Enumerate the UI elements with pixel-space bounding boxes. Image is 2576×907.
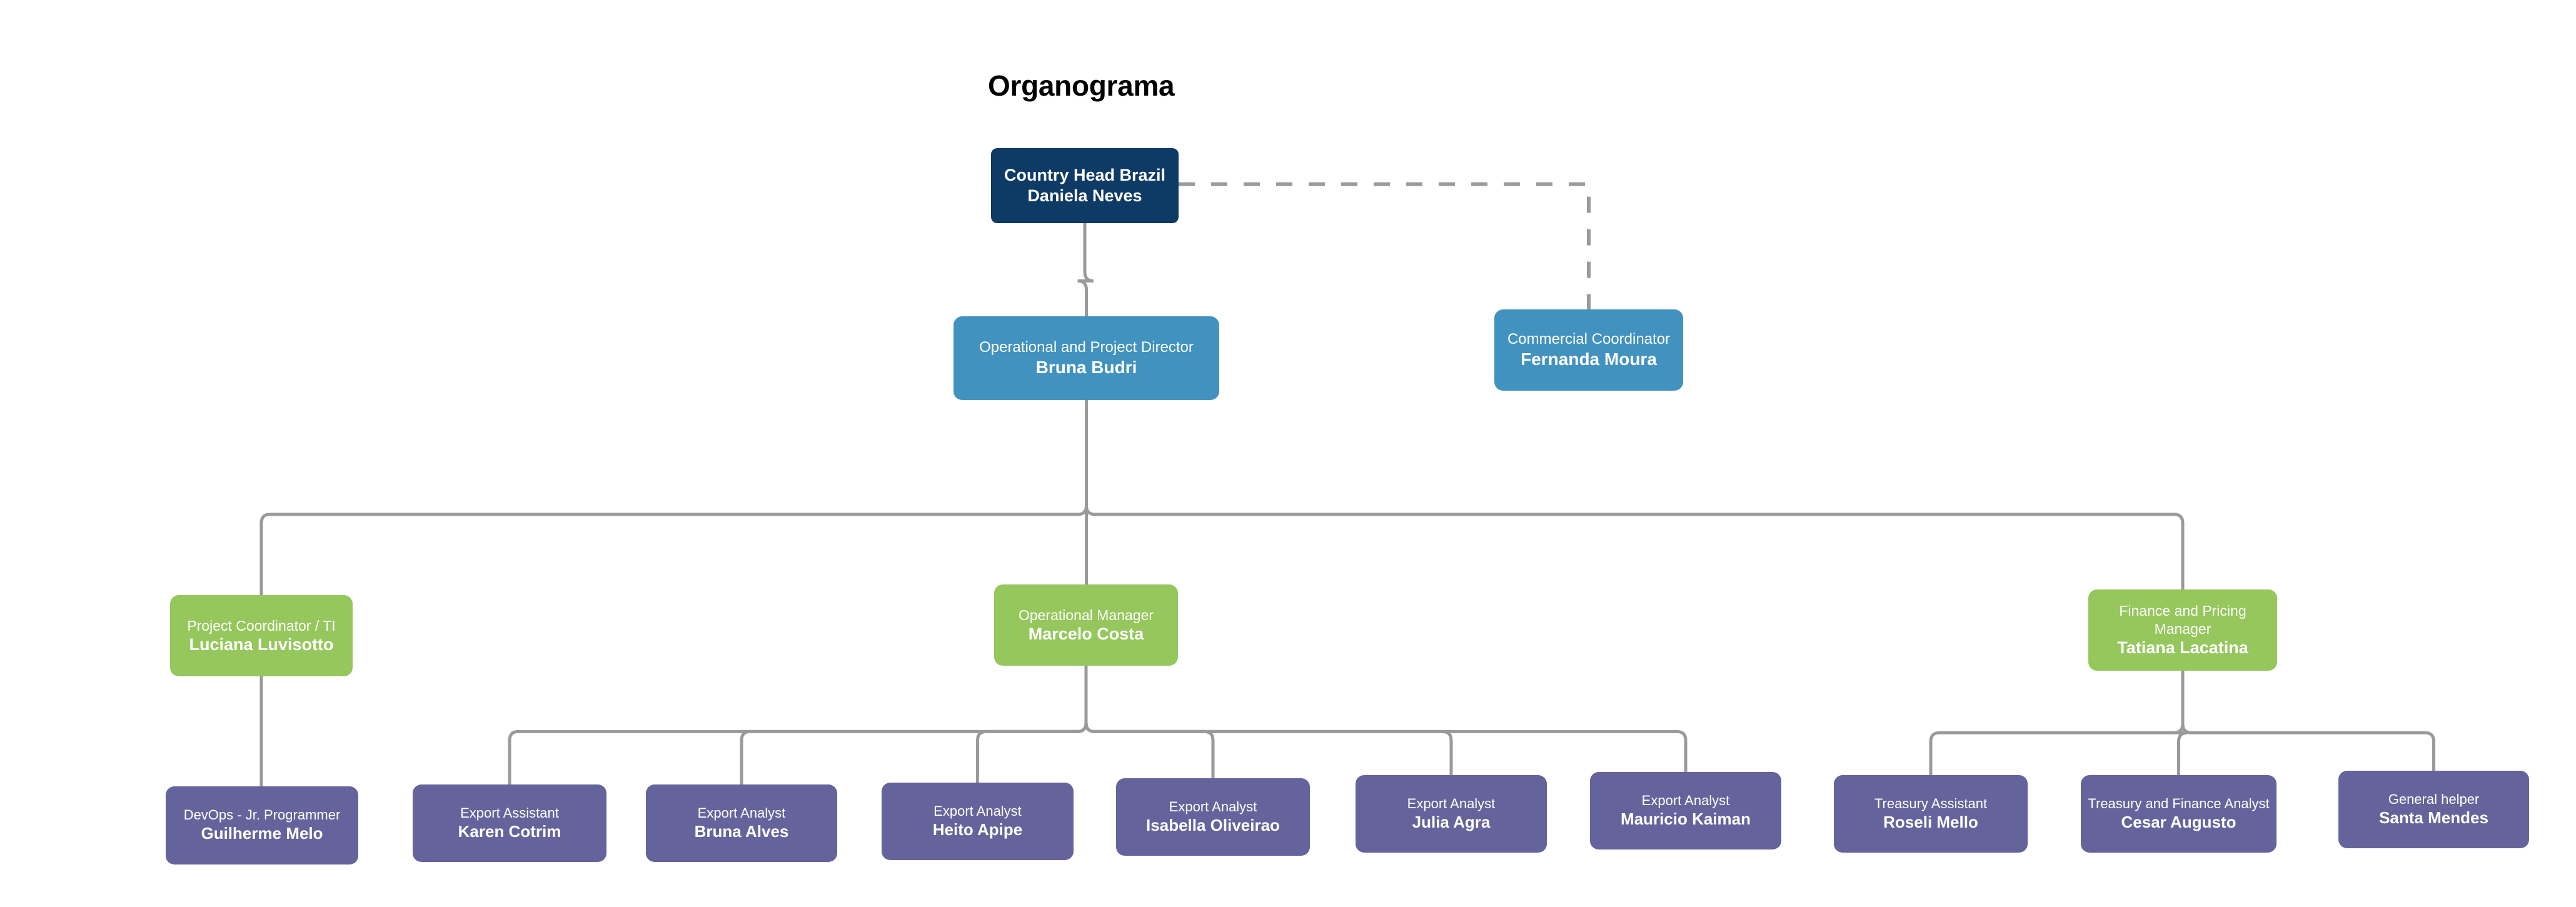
- connector-line-dashed: [1179, 182, 1591, 309]
- node-person-name: Roseli Mello: [1883, 812, 1978, 831]
- node-person-name: Guilherme Melo: [201, 824, 323, 843]
- connector-line: [259, 400, 1088, 595]
- connector-line: [1929, 671, 2185, 775]
- node-person-name: Fernanda Moura: [1521, 349, 1657, 369]
- node-role-label: Commercial Coordinator: [1507, 331, 1671, 348]
- node-role-label: Export Analyst: [1641, 792, 1730, 808]
- connector-line: [740, 666, 1088, 784]
- node-role-label: General helper: [2388, 791, 2480, 807]
- node-role-label: Country Head Brazil: [1004, 166, 1166, 185]
- node-person-name: Cesar Augusto: [2121, 812, 2236, 831]
- connector-line: [1084, 666, 1215, 778]
- node-role-label: Export Analyst: [1407, 795, 1496, 811]
- connector-line: [508, 666, 1088, 784]
- node-role-label: Export Analyst: [1169, 798, 1257, 814]
- node-role-label: Export Analyst: [697, 804, 786, 821]
- connector-line: [2181, 671, 2435, 771]
- node-role-label: Export Analyst: [933, 803, 1022, 819]
- page-title: Organograma: [988, 69, 1175, 102]
- node-person-name: Karen Cotrim: [458, 821, 561, 841]
- node-role-label: Project Coordinator / TI: [187, 617, 336, 634]
- node-person-name: Mauricio Kaiman: [1620, 809, 1751, 828]
- node-person-name: Julia Agra: [1412, 812, 1491, 831]
- node-person-name: Marcelo Costa: [1028, 624, 1144, 643]
- node-role-label: DevOps - Jr. Programmer: [183, 807, 341, 823]
- node-role-label: Operational and Project Director: [979, 339, 1194, 356]
- node-person-name: Bruna Budri: [1035, 357, 1137, 377]
- node-person-name: Luciana Luvisotto: [189, 634, 334, 654]
- node-role-label: Finance and Pricing Manager: [2119, 603, 2246, 637]
- node-person-name: Daniela Neves: [1027, 186, 1142, 205]
- connector-line: [1085, 400, 2185, 589]
- node-role-label: Operational Manager: [1018, 606, 1154, 623]
- connector-line: [1084, 666, 1453, 775]
- node-person-name: Santa Mendes: [2379, 808, 2488, 827]
- node-role-label: Export Assistant: [460, 804, 559, 821]
- connector-line: [976, 666, 1088, 783]
- node-person-name: Isabella Oliveirao: [1146, 815, 1280, 834]
- node-person-name: Heito Apipe: [932, 819, 1023, 839]
- node-role-label: Treasury and Finance Analyst: [2088, 795, 2270, 811]
- connector-line: [2173, 671, 2188, 775]
- node-person-name: Tatiana Lacatina: [2117, 638, 2248, 657]
- node-role-label: Treasury Assistant: [1874, 795, 1988, 811]
- connector-line: [1084, 666, 1688, 772]
- node-person-name: Bruna Alves: [694, 821, 789, 841]
- connector-line: [1077, 223, 1094, 316]
